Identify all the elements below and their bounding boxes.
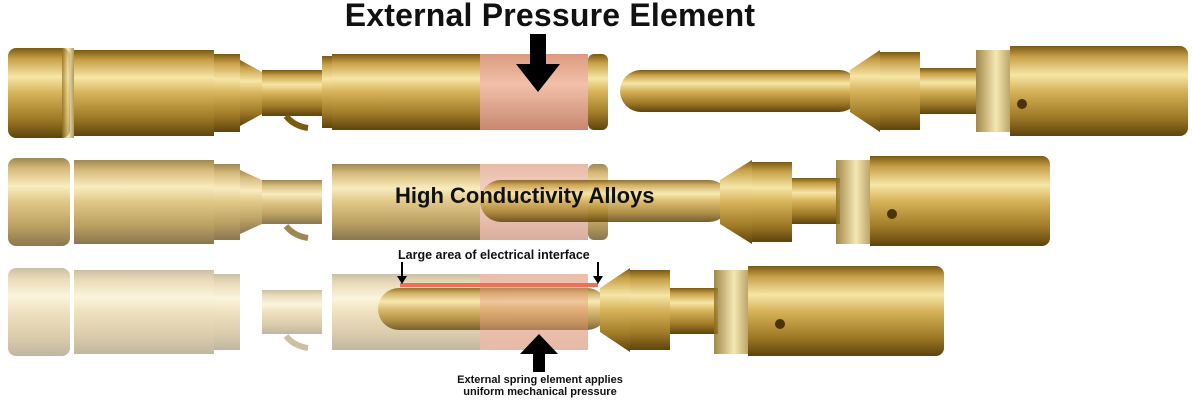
pin-contact-row2 bbox=[480, 156, 1050, 246]
diagram-title: External Pressure Element bbox=[344, 0, 756, 33]
spring-note-line2: uniform mechanical pressure bbox=[463, 386, 617, 398]
interface-line bbox=[400, 283, 598, 287]
spring-note-line1: External spring element applies bbox=[457, 374, 623, 386]
interface-label: Large area of electrical interface bbox=[398, 248, 590, 262]
pin-contact-row3 bbox=[378, 266, 944, 356]
spring-arrow-up-icon bbox=[520, 334, 558, 372]
pressure-arrow-down-icon bbox=[516, 34, 560, 92]
interface-arrow-left-icon bbox=[397, 262, 407, 284]
socket-contact bbox=[8, 48, 608, 138]
pin-contact bbox=[620, 46, 1188, 136]
interface-arrow-right-icon bbox=[593, 262, 603, 284]
conductivity-label: High Conductivity Alloys bbox=[395, 183, 655, 208]
spring-note: External spring element applies uniform … bbox=[420, 374, 660, 398]
stage-separated bbox=[8, 34, 1188, 138]
